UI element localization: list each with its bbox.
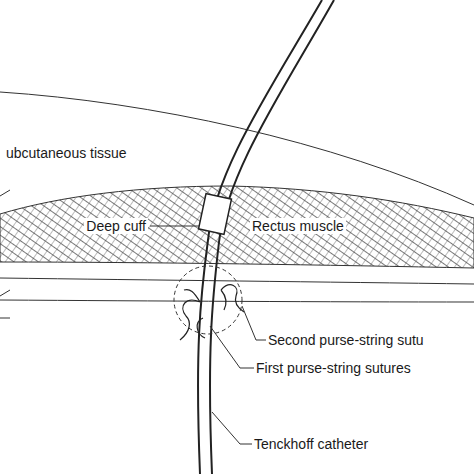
tissue-label: ubcutaneous tissue	[4, 145, 129, 161]
part-label: Second purse-string sutu	[266, 332, 426, 348]
leader-line	[212, 412, 252, 444]
part-label: Deep cuff	[84, 218, 148, 234]
part-label: Rectus muscle	[250, 218, 346, 234]
leader-line	[242, 306, 266, 340]
peritoneum-line	[0, 300, 474, 302]
suture	[180, 290, 200, 341]
rectus-muscle	[0, 186, 474, 268]
leader-line	[0, 290, 10, 296]
catheter-wall	[198, 0, 322, 474]
fascia-line	[0, 278, 474, 284]
leader-line	[150, 226, 199, 227]
deep-cuff	[199, 194, 232, 235]
suture	[197, 318, 205, 338]
leader-line	[0, 190, 10, 196]
suture	[221, 285, 244, 312]
peritoneum-line	[0, 318, 10, 319]
catheter-wall	[210, 0, 334, 474]
part-label: First purse-string sutures	[254, 360, 413, 376]
purse-string-region	[174, 266, 242, 334]
part-label: Tenckhoff catheter	[252, 436, 370, 452]
leader-line	[210, 326, 254, 368]
